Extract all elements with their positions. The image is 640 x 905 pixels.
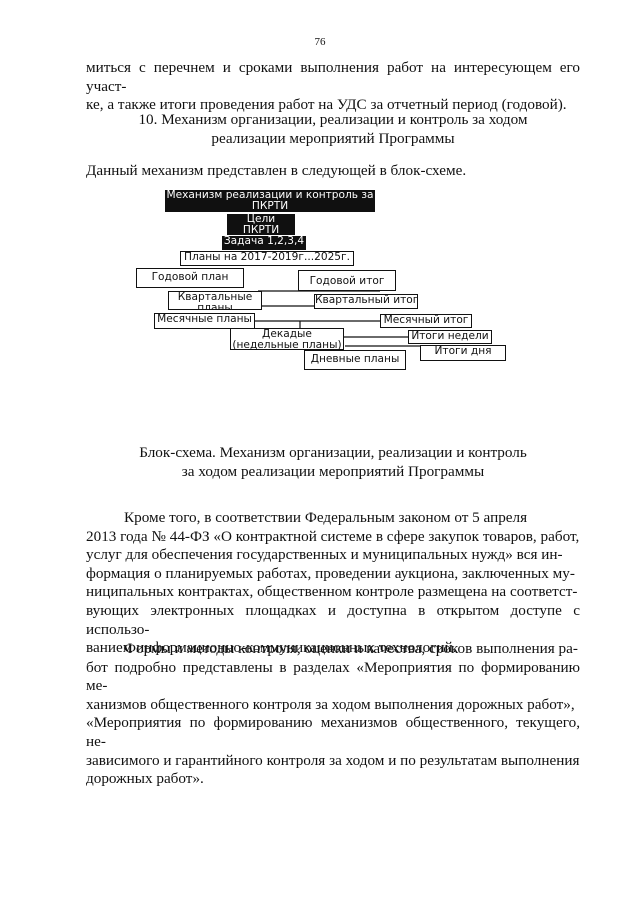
- body-line: «Мероприятия по формированию механизмов …: [86, 714, 580, 750]
- node-mechanism: Механизм реализации и контроль за ПКРТИ: [165, 190, 375, 212]
- node-week-results: Итоги недели: [408, 330, 492, 344]
- intro-line: ке, а также итоги проведения работ на УД…: [86, 96, 567, 114]
- body-line: услуг для обеспечения государственных и …: [86, 546, 563, 564]
- body-line: вующих электронных площадках и доступна …: [86, 601, 580, 638]
- intro-line: миться с перечнем и сроками выполнения р…: [86, 59, 580, 95]
- body-line: ханизмов общественного контроля за ходом…: [86, 695, 575, 713]
- heading-line: 10. Механизм организации, реализации и к…: [138, 111, 528, 128]
- body-paragraph-2: Формы и методы контроля, оценки и качест…: [86, 640, 580, 789]
- node-daily-plans: Дневные планы: [304, 350, 406, 370]
- node-goals: Цели ПКРТИ: [227, 214, 295, 235]
- body-line: ванием информационно-коммуникационных те…: [86, 639, 457, 657]
- body-line: Кроме того, в соответствии Федеральным з…: [124, 509, 528, 526]
- body-line: бот подробно представлены в разделах «Ме…: [86, 658, 580, 695]
- heading-line: реализации мероприятий Программы: [211, 129, 455, 147]
- body-paragraph-1: Кроме того, в соответствии Федеральным з…: [86, 509, 580, 658]
- body-line: Формы и методы контроля, оценки и качест…: [124, 640, 578, 657]
- node-ten-day-plans: Декадые (недельные планы): [230, 328, 344, 350]
- page-number: 76: [314, 36, 326, 48]
- node-quarterly-result: Квартальный итог: [314, 294, 418, 309]
- caption-line: за ходом реализации мероприятий Программ…: [181, 462, 485, 480]
- body-line: зависимого и гарантийного контроля за хо…: [86, 751, 580, 769]
- caption-line: Блок-схема. Механизм организации, реализ…: [139, 444, 527, 461]
- node-day-results: Итоги дня: [420, 345, 506, 361]
- body-line: ниципальных контрактах, общественном кон…: [86, 583, 578, 601]
- node-monthly-result: Месячный итог: [380, 314, 472, 328]
- lead-sentence: Данный механизм представлен в следующей …: [86, 162, 467, 179]
- node-tasks: Задача 1,2,3,4: [222, 236, 306, 250]
- body-line: 2013 года № 44-ФЗ «О контрактной системе…: [86, 527, 580, 545]
- body-line: дорожных работ».: [86, 770, 204, 788]
- node-annual-result: Годовой итог: [298, 270, 396, 291]
- node-quarterly-plans: Квартальные планы: [168, 291, 262, 310]
- node-annual-plan: Годовой план: [136, 268, 244, 288]
- node-plans-period: Планы на 2017-2019г...2025г.: [180, 251, 354, 266]
- body-line: формация о планируемых работах, проведен…: [86, 564, 575, 582]
- node-monthly-plans: Месячные планы: [154, 313, 255, 329]
- figure-caption: Блок-схема. Механизм организации, реализ…: [86, 444, 580, 481]
- section-heading: 10. Механизм организации, реализации и к…: [86, 111, 580, 148]
- intro-paragraph: миться с перечнем и сроками выполнения р…: [86, 59, 580, 115]
